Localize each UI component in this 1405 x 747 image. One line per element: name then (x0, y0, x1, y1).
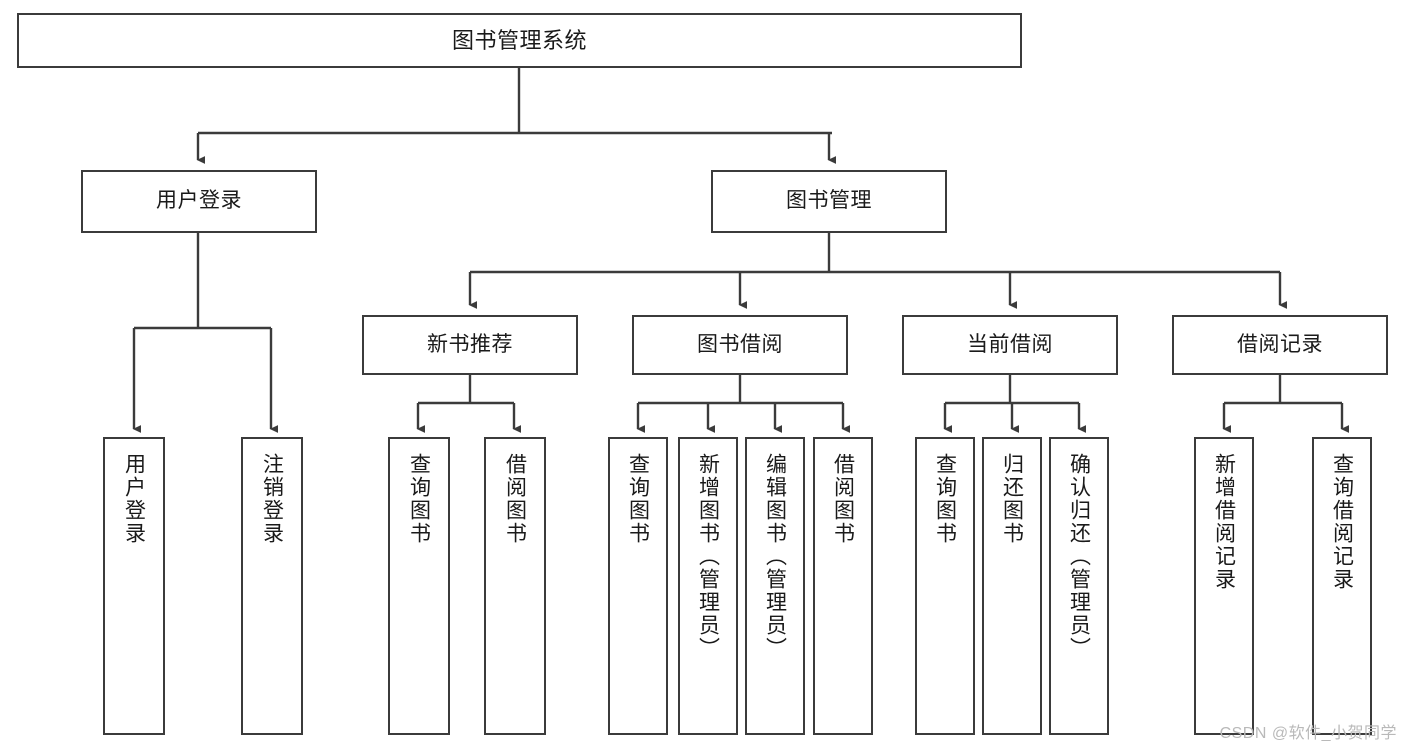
leaf-query-borrow-record[interactable]: 查询借阅记录 (1312, 437, 1372, 735)
leaf-user-login[interactable]: 用户登录 (103, 437, 165, 735)
node-label: 借阅记录 (1237, 332, 1323, 356)
node-label: 查询借阅记录 (1330, 453, 1354, 591)
node-user-login[interactable]: 用户登录 (81, 170, 317, 233)
node-label: 图书借阅 (697, 332, 783, 356)
node-label: 用户登录 (156, 189, 242, 213)
leaf-borrow-book-new-book[interactable]: 借阅图书 (484, 437, 546, 735)
node-root-library-system[interactable]: 图书管理系统 (17, 13, 1022, 68)
node-label: 新增借阅记录 (1212, 453, 1236, 591)
node-label: 注销登录 (260, 453, 284, 545)
node-label: 新书推荐 (427, 332, 513, 356)
node-label: 借阅图书 (831, 453, 855, 545)
node-new-book-recommend[interactable]: 新书推荐 (362, 315, 578, 375)
leaf-add-book-admin[interactable]: 新增图书（管理员） (678, 437, 738, 735)
node-book-management[interactable]: 图书管理 (711, 170, 947, 233)
leaf-return-book[interactable]: 归还图书 (982, 437, 1042, 735)
watermark-text: CSDN @软件_小贺同学 (1219, 725, 1397, 742)
leaf-confirm-return-admin[interactable]: 确认归还（管理员） (1049, 437, 1109, 735)
node-label: 图书管理 (786, 189, 872, 213)
leaf-query-book-new-book[interactable]: 查询图书 (388, 437, 450, 735)
node-label: 用户登录 (122, 453, 146, 545)
node-label: 新增图书（管理员） (696, 453, 720, 660)
node-label: 当前借阅 (967, 332, 1053, 356)
leaf-borrow-book-borrow[interactable]: 借阅图书 (813, 437, 873, 735)
node-label: 查询图书 (626, 453, 650, 545)
leaf-logout[interactable]: 注销登录 (241, 437, 303, 735)
node-current-borrow[interactable]: 当前借阅 (902, 315, 1118, 375)
node-label: 借阅图书 (503, 453, 527, 545)
leaf-add-borrow-record[interactable]: 新增借阅记录 (1194, 437, 1254, 735)
node-label: 归还图书 (1000, 453, 1024, 545)
node-label: 编辑图书（管理员） (763, 453, 787, 660)
node-label: 确认归还（管理员） (1067, 453, 1091, 660)
leaf-query-book-borrow[interactable]: 查询图书 (608, 437, 668, 735)
leaf-query-book-current[interactable]: 查询图书 (915, 437, 975, 735)
node-borrow-record[interactable]: 借阅记录 (1172, 315, 1388, 375)
node-label: 查询图书 (933, 453, 957, 545)
node-label: 查询图书 (407, 453, 431, 545)
leaf-edit-book-admin[interactable]: 编辑图书（管理员） (745, 437, 805, 735)
node-label: 图书管理系统 (451, 27, 587, 53)
node-book-borrow[interactable]: 图书借阅 (632, 315, 848, 375)
